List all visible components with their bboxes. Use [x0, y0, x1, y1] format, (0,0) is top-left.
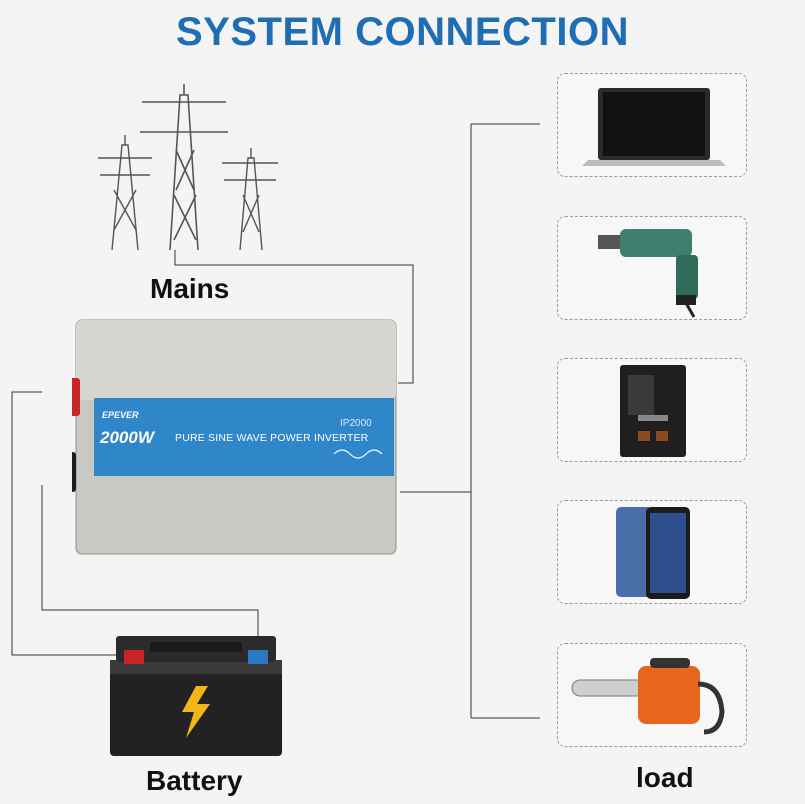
phone-icon	[616, 507, 690, 599]
inverter: EPEVER IP2000 2000W PURE SINE WAVE POWER…	[72, 318, 400, 556]
battery-label: Battery	[146, 765, 243, 796]
negative-input-terminal	[72, 452, 76, 492]
pylon-icon	[98, 135, 152, 251]
load-card-laptop	[557, 73, 747, 177]
laptop-icon	[582, 88, 726, 166]
inverter-description: PURE SINE WAVE POWER INVERTER	[175, 432, 369, 444]
positive-terminal	[124, 650, 144, 664]
inverter-body	[72, 319, 397, 555]
page-title: SYSTEM CONNECTION	[176, 10, 629, 54]
load-card-coffee-machine	[557, 358, 747, 462]
wiring	[11, 123, 540, 719]
inverter-model: IP2000	[340, 418, 372, 429]
mains-wire	[174, 250, 414, 384]
drill-icon	[598, 229, 698, 318]
battery-negative-wire	[41, 485, 259, 650]
battery-icon	[110, 636, 282, 756]
negative-terminal	[248, 650, 268, 664]
pylon-icon	[222, 148, 278, 251]
inverter-panel	[94, 398, 394, 476]
inverter-power: 2000W	[100, 428, 154, 447]
battery-positive-wire	[11, 391, 132, 656]
inverter-brand: EPEVER	[102, 410, 139, 420]
chainsaw-icon	[571, 658, 725, 735]
load-label: load	[636, 762, 694, 793]
load-card-chainsaw	[557, 643, 747, 747]
pylon-icon	[140, 84, 228, 251]
load-card-phone	[557, 500, 747, 604]
positive-input-terminal	[72, 378, 80, 416]
mains-label: Mains	[150, 273, 230, 304]
load-card-drill	[557, 216, 747, 320]
coffee-machine-icon	[620, 365, 686, 457]
